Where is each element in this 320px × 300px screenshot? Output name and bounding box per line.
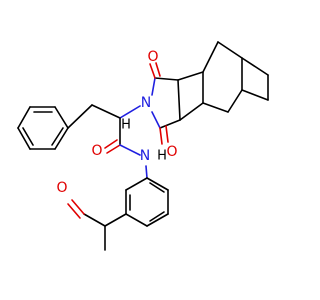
acetyl-carbonyl <box>71 199 85 215</box>
amide-hydrogen: H <box>157 149 167 164</box>
acetyl-oxygen: O <box>56 180 67 196</box>
aryl-acetyl-bond <box>104 213 127 227</box>
acetyl-methyl-bond <box>83 213 106 227</box>
amide-c-n-bond <box>119 144 141 156</box>
oxygen-imide-upper: O <box>147 49 158 65</box>
imide-nitrogen: N <box>141 95 151 111</box>
imide-carbonyl-upper <box>149 63 156 79</box>
ch-n-bond <box>119 105 141 119</box>
amide-oxygen: O <box>91 143 102 159</box>
amide-nitrogen: N <box>140 148 150 164</box>
n-aryl-bond <box>145 165 148 179</box>
acetylphenyl-ring <box>125 177 169 227</box>
imide-carbonyl-lower <box>159 127 163 145</box>
amide-carbonyl <box>106 144 121 154</box>
molecule-drawing: H O O N O N H <box>17 41 269 251</box>
oxygen-imide-lower: O <box>166 144 177 160</box>
benzyl-ch2-bond <box>67 104 93 129</box>
structure-diagram: H O O N O N H <box>17 41 269 251</box>
alpha-h-label: H <box>121 118 131 133</box>
ch2-ch-bond <box>91 104 121 119</box>
phenyl-ring <box>17 106 69 150</box>
norbornane <box>177 41 269 121</box>
imide-ring <box>151 77 181 129</box>
